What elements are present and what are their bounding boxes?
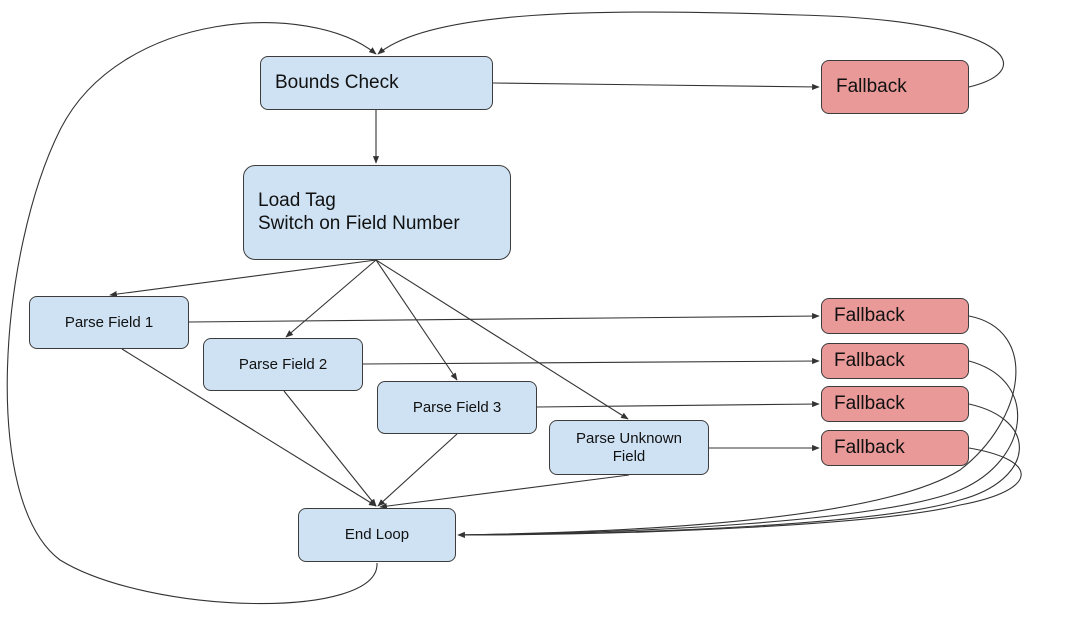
node-bounds-check-label: Bounds Check [275,71,399,93]
node-parse-unknown-line2: Field [612,447,646,465]
node-load-tag-line1: Load Tag [258,189,336,211]
edge-fb1-to-endloop [457,315,1017,538]
edge-fallback-to-bounds [377,11,1005,88]
edge-loadtag-to-pf1 [109,259,377,298]
edge-loadtag-to-pf2 [285,259,377,338]
node-fallback-1-label: Fallback [834,304,905,326]
node-fallback-1: Fallback [821,298,969,334]
node-fallback-4: Fallback [821,430,969,466]
node-load-tag: Load Tag Switch on Field Number [243,165,511,260]
edge-pf2-to-endloop [283,390,377,507]
node-parse-field-1: Parse Field 1 [29,296,189,349]
node-fallback-3-label: Fallback [834,392,905,414]
edge-pfu-to-endloop [379,474,630,510]
node-end-loop-label: End Loop [344,526,410,543]
node-parse-field-3: Parse Field 3 [377,381,537,434]
edge-pf2-to-fallback [362,357,820,365]
edge-pf1-to-endloop [121,348,377,507]
edge-pf3-to-fallback [536,400,820,408]
node-fallback-top-label: Fallback [836,75,907,97]
edge-pf3-to-endloop [377,433,458,507]
node-parse-unknown-field: Parse Unknown Field [549,420,709,475]
node-parse-field-2: Parse Field 2 [203,338,363,391]
node-fallback-2: Fallback [821,343,969,379]
edge-loadtag-to-pfu [375,259,629,420]
node-fallback-4-label: Fallback [834,436,905,458]
node-fallback-2-label: Fallback [834,349,905,371]
node-parse-field-2-label: Parse Field 2 [238,355,328,373]
edge-fb4-to-endloop [457,447,1022,536]
node-parse-field-3-label: Parse Field 3 [412,398,502,416]
edge-pf1-to-fallback [188,312,820,323]
edge-fb2-to-endloop [457,360,1018,536]
edge-bounds-to-fallback [492,82,820,90]
node-fallback-top: Fallback [821,60,969,114]
node-load-tag-line2: Switch on Field Number [258,212,460,234]
node-parse-unknown-line1: Parse Unknown [576,429,682,447]
edge-fb3-to-endloop [457,403,1020,536]
node-bounds-check: Bounds Check [260,56,493,110]
node-parse-field-1-label: Parse Field 1 [64,313,154,331]
node-end-loop: End Loop [298,508,456,562]
node-fallback-3: Fallback [821,386,969,422]
edge-endloop-to-bounds [6,22,378,605]
